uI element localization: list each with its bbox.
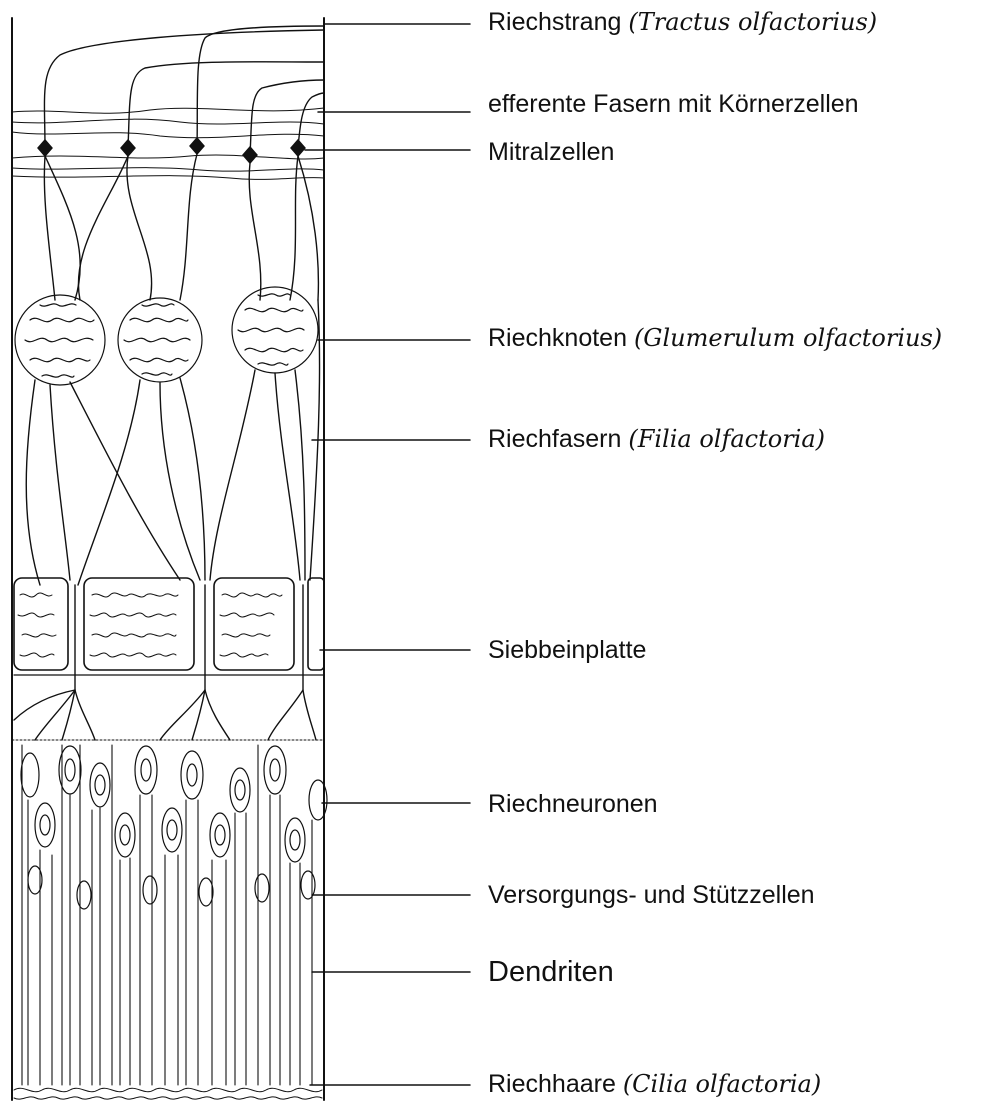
tractus-fibers — [44, 26, 324, 155]
dendrite-columns — [22, 745, 312, 1085]
label-versorgungs-stuetzzellen: Versorgungs- und Stützzellen — [488, 883, 815, 908]
filia-fibers — [26, 300, 319, 585]
glomeruli — [15, 287, 318, 385]
label-siebbeinplatte: Siebbeinplatte — [488, 638, 646, 663]
leader-lines — [305, 24, 470, 1085]
cribriform-plate — [14, 578, 324, 675]
olfactory-cilia — [14, 1088, 322, 1099]
axon-bundles — [14, 585, 316, 740]
label-riechstrang: Riechstrang (Tractus olfactorius) — [488, 10, 877, 35]
label-efferente-fasern: efferente Fasern mit Körnerzellen — [488, 92, 859, 117]
label-riechneuronen: Riechneuronen — [488, 792, 658, 817]
label-riechknoten: Riechknoten (Glumerulum olfactorius) — [488, 326, 942, 351]
epithelium-neurons — [21, 746, 327, 909]
tissue-frame — [12, 18, 324, 1100]
label-dendriten: Dendriten — [488, 958, 614, 987]
label-mitralzellen: Mitralzellen — [488, 140, 614, 165]
label-riechfasern: Riechfasern (Filia olfactoria) — [488, 427, 825, 452]
efferent-fibers — [12, 108, 324, 179]
label-riechhaare: Riechhaare (Cilia olfactoria) — [488, 1072, 821, 1097]
mitral-cells — [38, 138, 305, 163]
